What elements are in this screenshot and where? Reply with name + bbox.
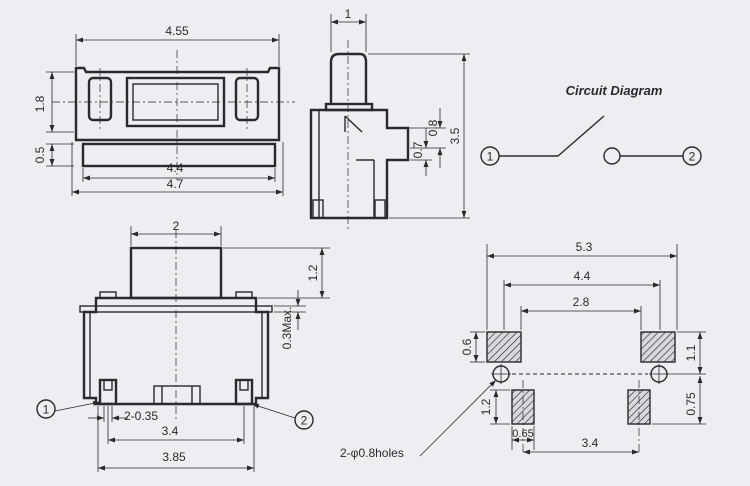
circuit-pin-2 [682,146,702,166]
dim-pcb-pitch: 3.4 [582,436,599,450]
dim-pcb-pad-vertical: 1.2 [479,398,493,415]
switch-lever [557,115,605,157]
dim-front-overall: 3.85 [162,450,186,464]
front-view-pin-2 [234,378,254,406]
dim-side-step1: 0.8 [426,119,440,136]
dim-pcb-inner: 2.8 [573,295,590,309]
pcb-layout: 5.3 4.4 2.8 0.6 1.1 0.75 1.2 0.65 [340,240,706,460]
dim-pcb-outer: 5.3 [576,240,593,254]
dim-top-overall: 4.7 [167,177,184,191]
dim-pcb-mid: 4.4 [574,269,591,283]
circuit-pin-2-label: 2 [689,150,696,164]
dim-pcb-pad-offset: 1.1 [684,344,698,361]
dim-top-length: 4.55 [165,24,189,38]
dim-front-button-height: 1.2 [306,264,320,281]
dim-top-foot: 0.5 [33,146,47,163]
side-view-button [329,52,368,104]
dim-pcb-hole-offset: 0.75 [684,392,698,416]
dim-top-inner: 4.4 [167,161,184,175]
dim-front-pitch: 3.4 [162,424,179,438]
front-pin-2-callout [294,410,314,430]
front-pin-1-callout [36,399,56,419]
pcb-pad-top-left [486,331,522,363]
dim-front-max: 0.3Max. [280,307,294,350]
top-view: 4.55 1.8 0.5 4.4 4.7 [33,24,295,196]
dim-front-pin-width: 2-0.35 [124,409,158,423]
dim-side-button: 1 [345,7,352,21]
front-pin-2-label: 2 [301,414,308,428]
switch-contact [603,147,621,165]
pcb-pad-top-right [640,331,676,363]
dim-pcb-pad-height: 0.6 [460,338,474,355]
dim-front-button-width: 2 [173,219,180,233]
dim-side-step2: 0.7 [411,141,425,158]
side-view: 1 0.8 0.7 3.5 [309,7,470,230]
circuit-diagram-title: Circuit Diagram [566,83,663,98]
pcb-holes-note: 2-φ0.8holes [340,446,404,460]
front-view: 2 1.2 0.3Max. 1 2 2-0.35 3.4 3.8 [36,219,330,472]
front-pin-1-label: 1 [43,403,50,417]
dim-pcb-pad-width: 0.65 [512,428,533,440]
front-view-pin-1 [98,378,118,406]
side-view-body [309,108,410,220]
circuit-diagram: Circuit Diagram 1 2 [480,83,702,166]
dim-side-height: 3.5 [448,127,462,144]
dim-top-height: 1.8 [33,95,47,112]
circuit-pin-1-label: 1 [487,150,494,164]
